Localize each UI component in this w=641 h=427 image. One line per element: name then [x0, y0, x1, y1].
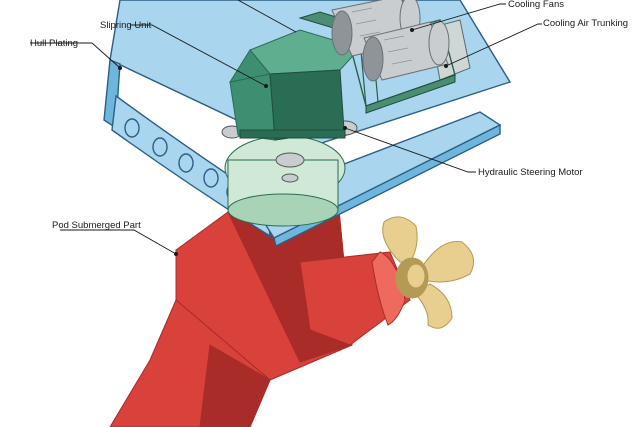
porthole — [124, 118, 140, 138]
pod-submerged-part — [109, 199, 411, 427]
steering-knob-bottom — [281, 173, 299, 183]
leader-cooling-air-trunking — [445, 23, 542, 67]
leader-slipring-unit — [130, 24, 267, 87]
porthole — [152, 137, 168, 157]
label-hull-plating: Hull Plating — [30, 38, 78, 49]
labels: Cooling Fans Cooling Air Trunking Slipri… — [30, 0, 628, 231]
porthole — [203, 168, 219, 188]
leader-hull-plating — [30, 42, 121, 69]
porthole — [178, 153, 194, 173]
trunking-base — [365, 74, 456, 114]
slipring-bevel — [228, 49, 271, 83]
label-slipring-unit: Slipring Unit — [100, 20, 152, 31]
leader-hydraulic-steering-motor — [344, 127, 476, 173]
cooling-fans — [331, 0, 450, 82]
leader-cutoff-top — [237, 0, 297, 33]
propeller-blade-top — [382, 216, 418, 263]
label-cooling-air-trunking: Cooling Air Trunking — [543, 18, 628, 29]
propeller — [382, 216, 475, 329]
label-hydraulic-steering-motor: Hydraulic Steering Motor — [478, 167, 583, 178]
leader-pod-submerged-part — [60, 229, 177, 255]
mount-bottom — [227, 193, 339, 227]
label-cooling-fans: Cooling Fans — [508, 0, 564, 10]
slipring-plinth — [239, 129, 346, 139]
propeller-blade-right — [419, 241, 475, 283]
steering-mount — [221, 120, 358, 227]
pod-body-shade — [199, 344, 271, 427]
cooling-fan-lower — [362, 20, 450, 82]
propeller-cap — [406, 263, 426, 289]
pod-hub-ring — [371, 251, 406, 326]
label-pod-submerged-part: Pod Submerged Part — [52, 220, 141, 231]
steering-knob-center — [275, 152, 305, 168]
leader-cooling-fans — [411, 3, 506, 31]
propeller-blade-bottom — [413, 283, 453, 329]
leader-lines — [30, 0, 542, 256]
